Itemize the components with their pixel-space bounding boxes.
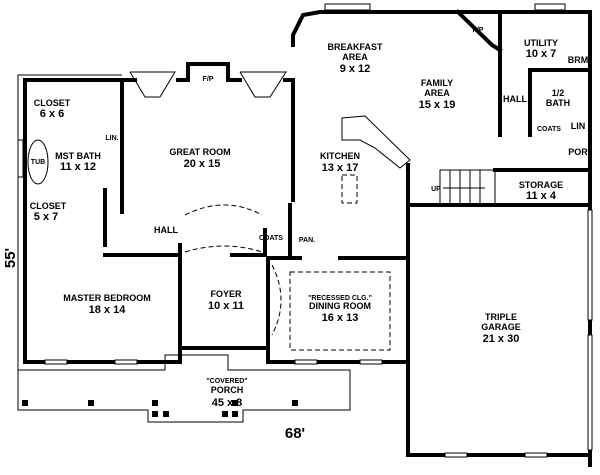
width-dimension: 68' xyxy=(285,425,305,442)
garage-size: 21 x 30 xyxy=(483,333,520,345)
porch-note: "COVERED" xyxy=(206,378,247,385)
outer-outline xyxy=(17,74,122,370)
foyer-arch xyxy=(184,245,263,253)
great-room-arch xyxy=(184,204,263,216)
storage-label: STORAGE xyxy=(519,180,563,190)
half-bath-label-2: BATH xyxy=(546,98,570,108)
family-label-2: AREA xyxy=(424,88,450,98)
foyer-label: FOYER xyxy=(210,289,242,299)
porch-label: PORCH xyxy=(211,385,244,395)
coats-right-label: COATS xyxy=(537,126,561,133)
foyer-size: 10 x 11 xyxy=(208,300,244,312)
breakfast-size: 9 x 12 xyxy=(340,63,371,75)
kitchen-size: 13 x 17 xyxy=(322,162,359,174)
bay-window-left xyxy=(129,71,176,98)
closet1-size: 6 x 6 xyxy=(40,108,64,120)
stairs-up-label: UP xyxy=(431,186,441,193)
kitchen-label: KITCHEN xyxy=(320,151,360,161)
master-bedroom-size: 18 x 14 xyxy=(89,304,127,316)
hall-left-label: HALL xyxy=(154,225,178,235)
windows xyxy=(17,3,593,458)
porch-size: 45 x 8 xyxy=(212,397,243,409)
porch-columns xyxy=(22,400,298,417)
great-room-size: 20 x 15 xyxy=(184,158,221,170)
dining-recessed-ceiling xyxy=(289,271,391,351)
closet2-label: CLOSET xyxy=(30,201,67,211)
master-bedroom-label: MASTER BEDROOM xyxy=(63,293,151,303)
closet2-size: 5 x 7 xyxy=(34,211,58,223)
family-size: 15 x 19 xyxy=(419,99,456,111)
dining-label: DINING ROOM xyxy=(309,301,371,311)
hall-right-label: HALL xyxy=(503,94,527,104)
kitchen-counter xyxy=(341,115,411,169)
brm-label: BRM xyxy=(568,55,589,65)
fireplace-family-label: F/P xyxy=(473,27,484,34)
bay-window-right xyxy=(239,71,287,98)
breakfast-label-2: AREA xyxy=(342,52,368,62)
breakfast-label: BREAKFAST xyxy=(327,42,383,52)
dining-size: 16 x 13 xyxy=(322,312,359,324)
closet1-label: CLOSET xyxy=(34,98,71,108)
storage-size: 11 x 4 xyxy=(526,190,557,202)
tub-label: TUB xyxy=(31,159,45,166)
utility-size: 10 x 7 xyxy=(526,48,557,60)
dining-arch xyxy=(271,264,282,336)
garage-label-2: GARAGE xyxy=(481,322,521,332)
lin-right-label: LIN xyxy=(571,121,586,131)
garage-label: TRIPLE xyxy=(485,312,517,322)
staircase[interactable] xyxy=(439,169,496,206)
mst-bath-label: MST BATH xyxy=(55,151,101,161)
half-bath-label: 1/2 xyxy=(552,88,565,98)
bathtub xyxy=(27,139,49,185)
kitchen-island xyxy=(341,174,358,204)
coats-left-label: COATS xyxy=(259,235,283,242)
depth-dimension: 55' xyxy=(2,248,19,268)
great-room-label: GREAT ROOM xyxy=(169,147,230,157)
utility-label: UTILITY xyxy=(524,38,558,48)
pantry-label: PAN. xyxy=(299,237,315,244)
family-label: FAMILY xyxy=(421,78,453,88)
porch-outline xyxy=(17,354,351,423)
fireplace-great-label: F/P xyxy=(203,76,214,83)
mst-bath-size: 11 x 12 xyxy=(60,161,96,173)
lin-left-label: LIN. xyxy=(105,135,118,142)
por-label: POR xyxy=(568,147,588,157)
dining-note: "RECESSED CLG." xyxy=(308,295,372,302)
